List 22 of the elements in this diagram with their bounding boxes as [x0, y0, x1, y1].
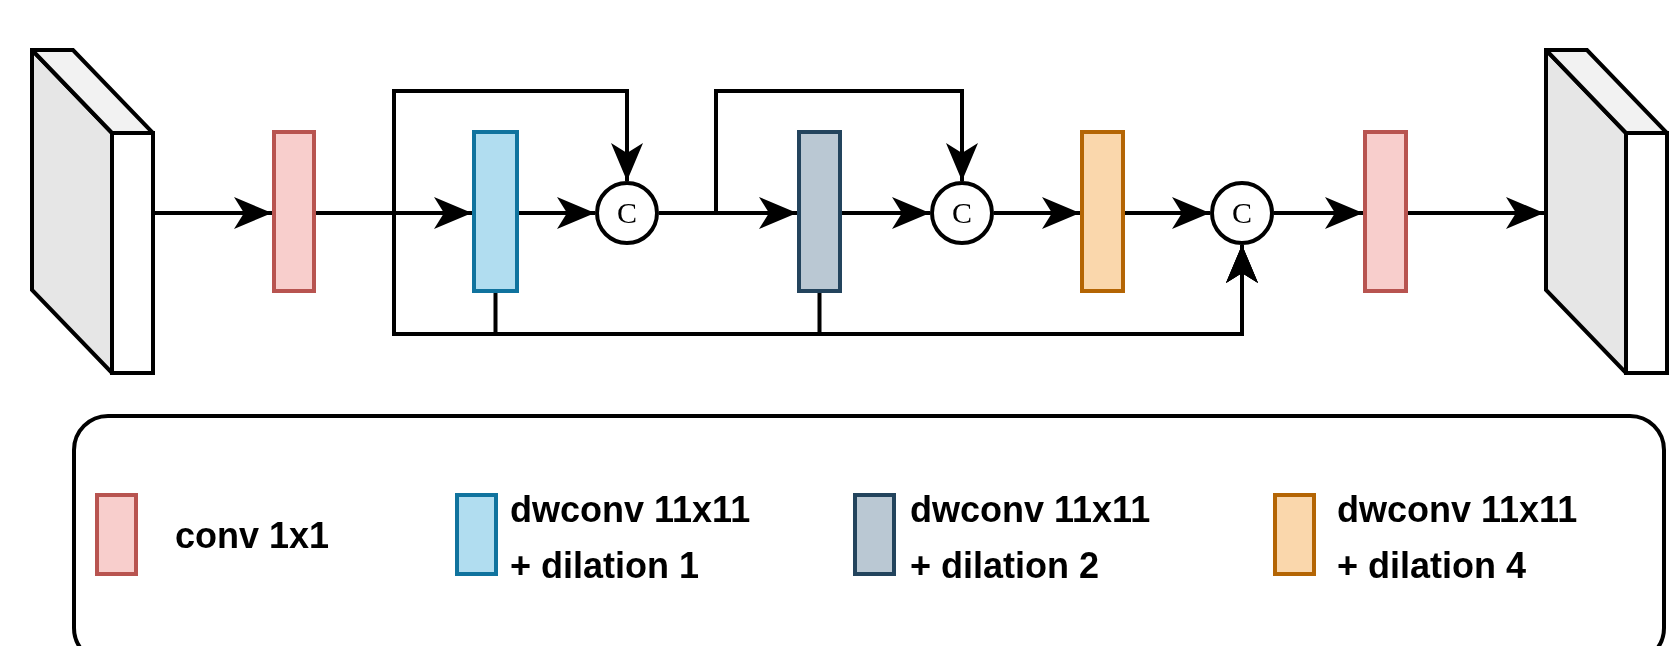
legend-label: conv 1x1 — [175, 514, 331, 558]
legend-label: dwconv 11x11 + dilation 4 — [1337, 488, 1579, 588]
conv-layer-bar — [472, 130, 519, 293]
conv-layer-bar — [1080, 130, 1125, 293]
concat-circle: C — [1210, 181, 1274, 245]
arrow — [842, 197, 930, 229]
legend-label: dwconv 11x11 + dilation 2 — [910, 488, 1152, 588]
arrow — [659, 89, 978, 215]
legend-label: dwconv 11x11 + dilation 1 — [510, 488, 752, 588]
conv-layer-bar — [1363, 130, 1408, 293]
arrow — [1125, 197, 1210, 229]
arrow — [519, 197, 595, 229]
concat-circle: C — [930, 181, 994, 245]
arrow — [1274, 197, 1363, 229]
arrow — [994, 197, 1080, 229]
feature-map-block — [1544, 48, 1669, 375]
arrow — [155, 197, 272, 229]
conv-layer-bar — [272, 130, 316, 293]
feature-map-block — [30, 48, 155, 375]
conv-layer-bar — [797, 130, 842, 293]
arrow — [1408, 197, 1544, 229]
concat-circle: C — [595, 181, 659, 245]
